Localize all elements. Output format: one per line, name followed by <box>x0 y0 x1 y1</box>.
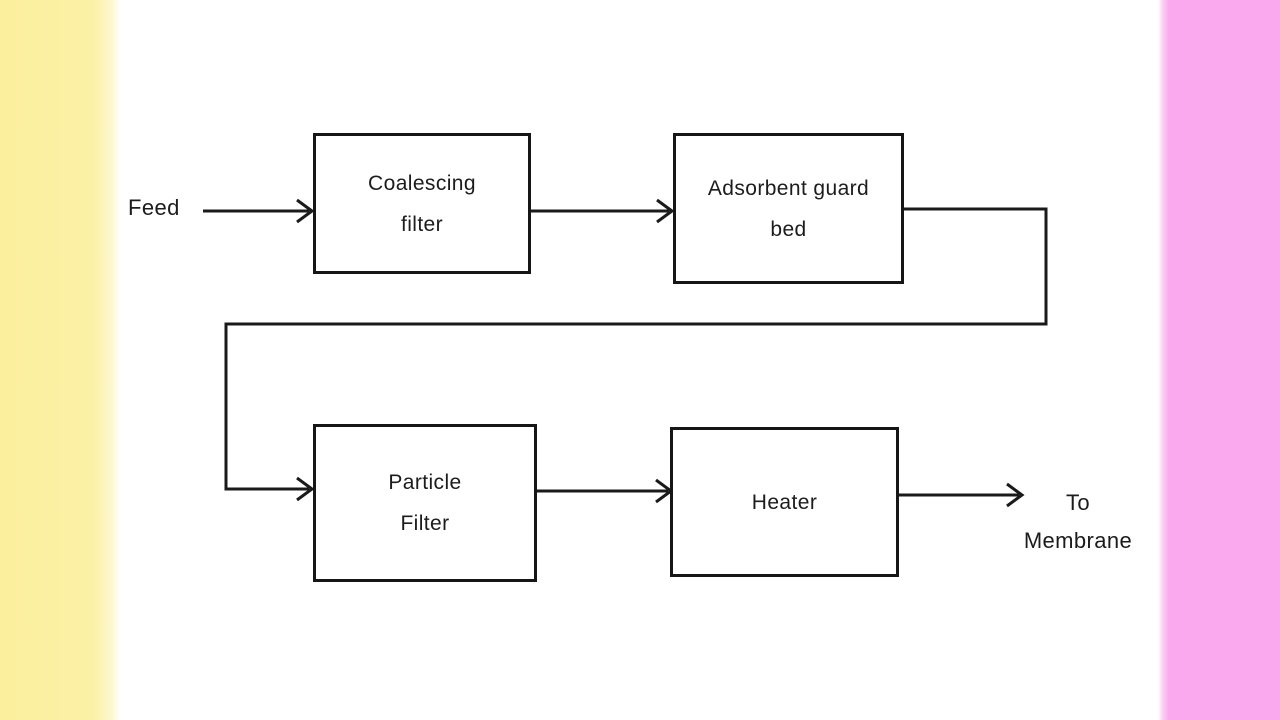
sink-label-line: To <box>1065 490 1091 515</box>
node-particle-filter: Particle Filter <box>313 424 537 582</box>
node-coalescing-filter: Coalescing filter <box>313 133 531 274</box>
sink-label-line: Membrane <box>1023 528 1133 553</box>
edge-particle-filter-to-heater <box>537 478 674 504</box>
node-label-line: Particle <box>388 471 462 494</box>
node-heater: Heater <box>670 427 899 577</box>
node-adsorbent-guard-bed: Adsorbent guard bed <box>673 133 904 284</box>
node-label-line: filter <box>400 212 444 236</box>
node-label-line: Adsorbent guard <box>707 176 870 200</box>
edge-adsorbent-guard-bed-to-particle-filter <box>224 207 1048 502</box>
node-label-line: Heater <box>751 490 818 514</box>
node-label-line: Filter <box>400 512 450 535</box>
edge-coalescing-filter-to-adsorbent-guard-bed <box>531 198 675 224</box>
node-label-line: bed <box>770 217 807 241</box>
left-yellow-band <box>0 0 120 720</box>
edge-feed-to-coalescing-filter <box>203 198 315 224</box>
node-label-line: Coalescing <box>368 171 476 195</box>
right-pink-band <box>1158 0 1280 720</box>
edge-heater-to-membrane <box>899 482 1025 508</box>
feed-source-label: Feed <box>128 195 180 220</box>
to-membrane-sink-label: To Membrane <box>1010 484 1146 560</box>
